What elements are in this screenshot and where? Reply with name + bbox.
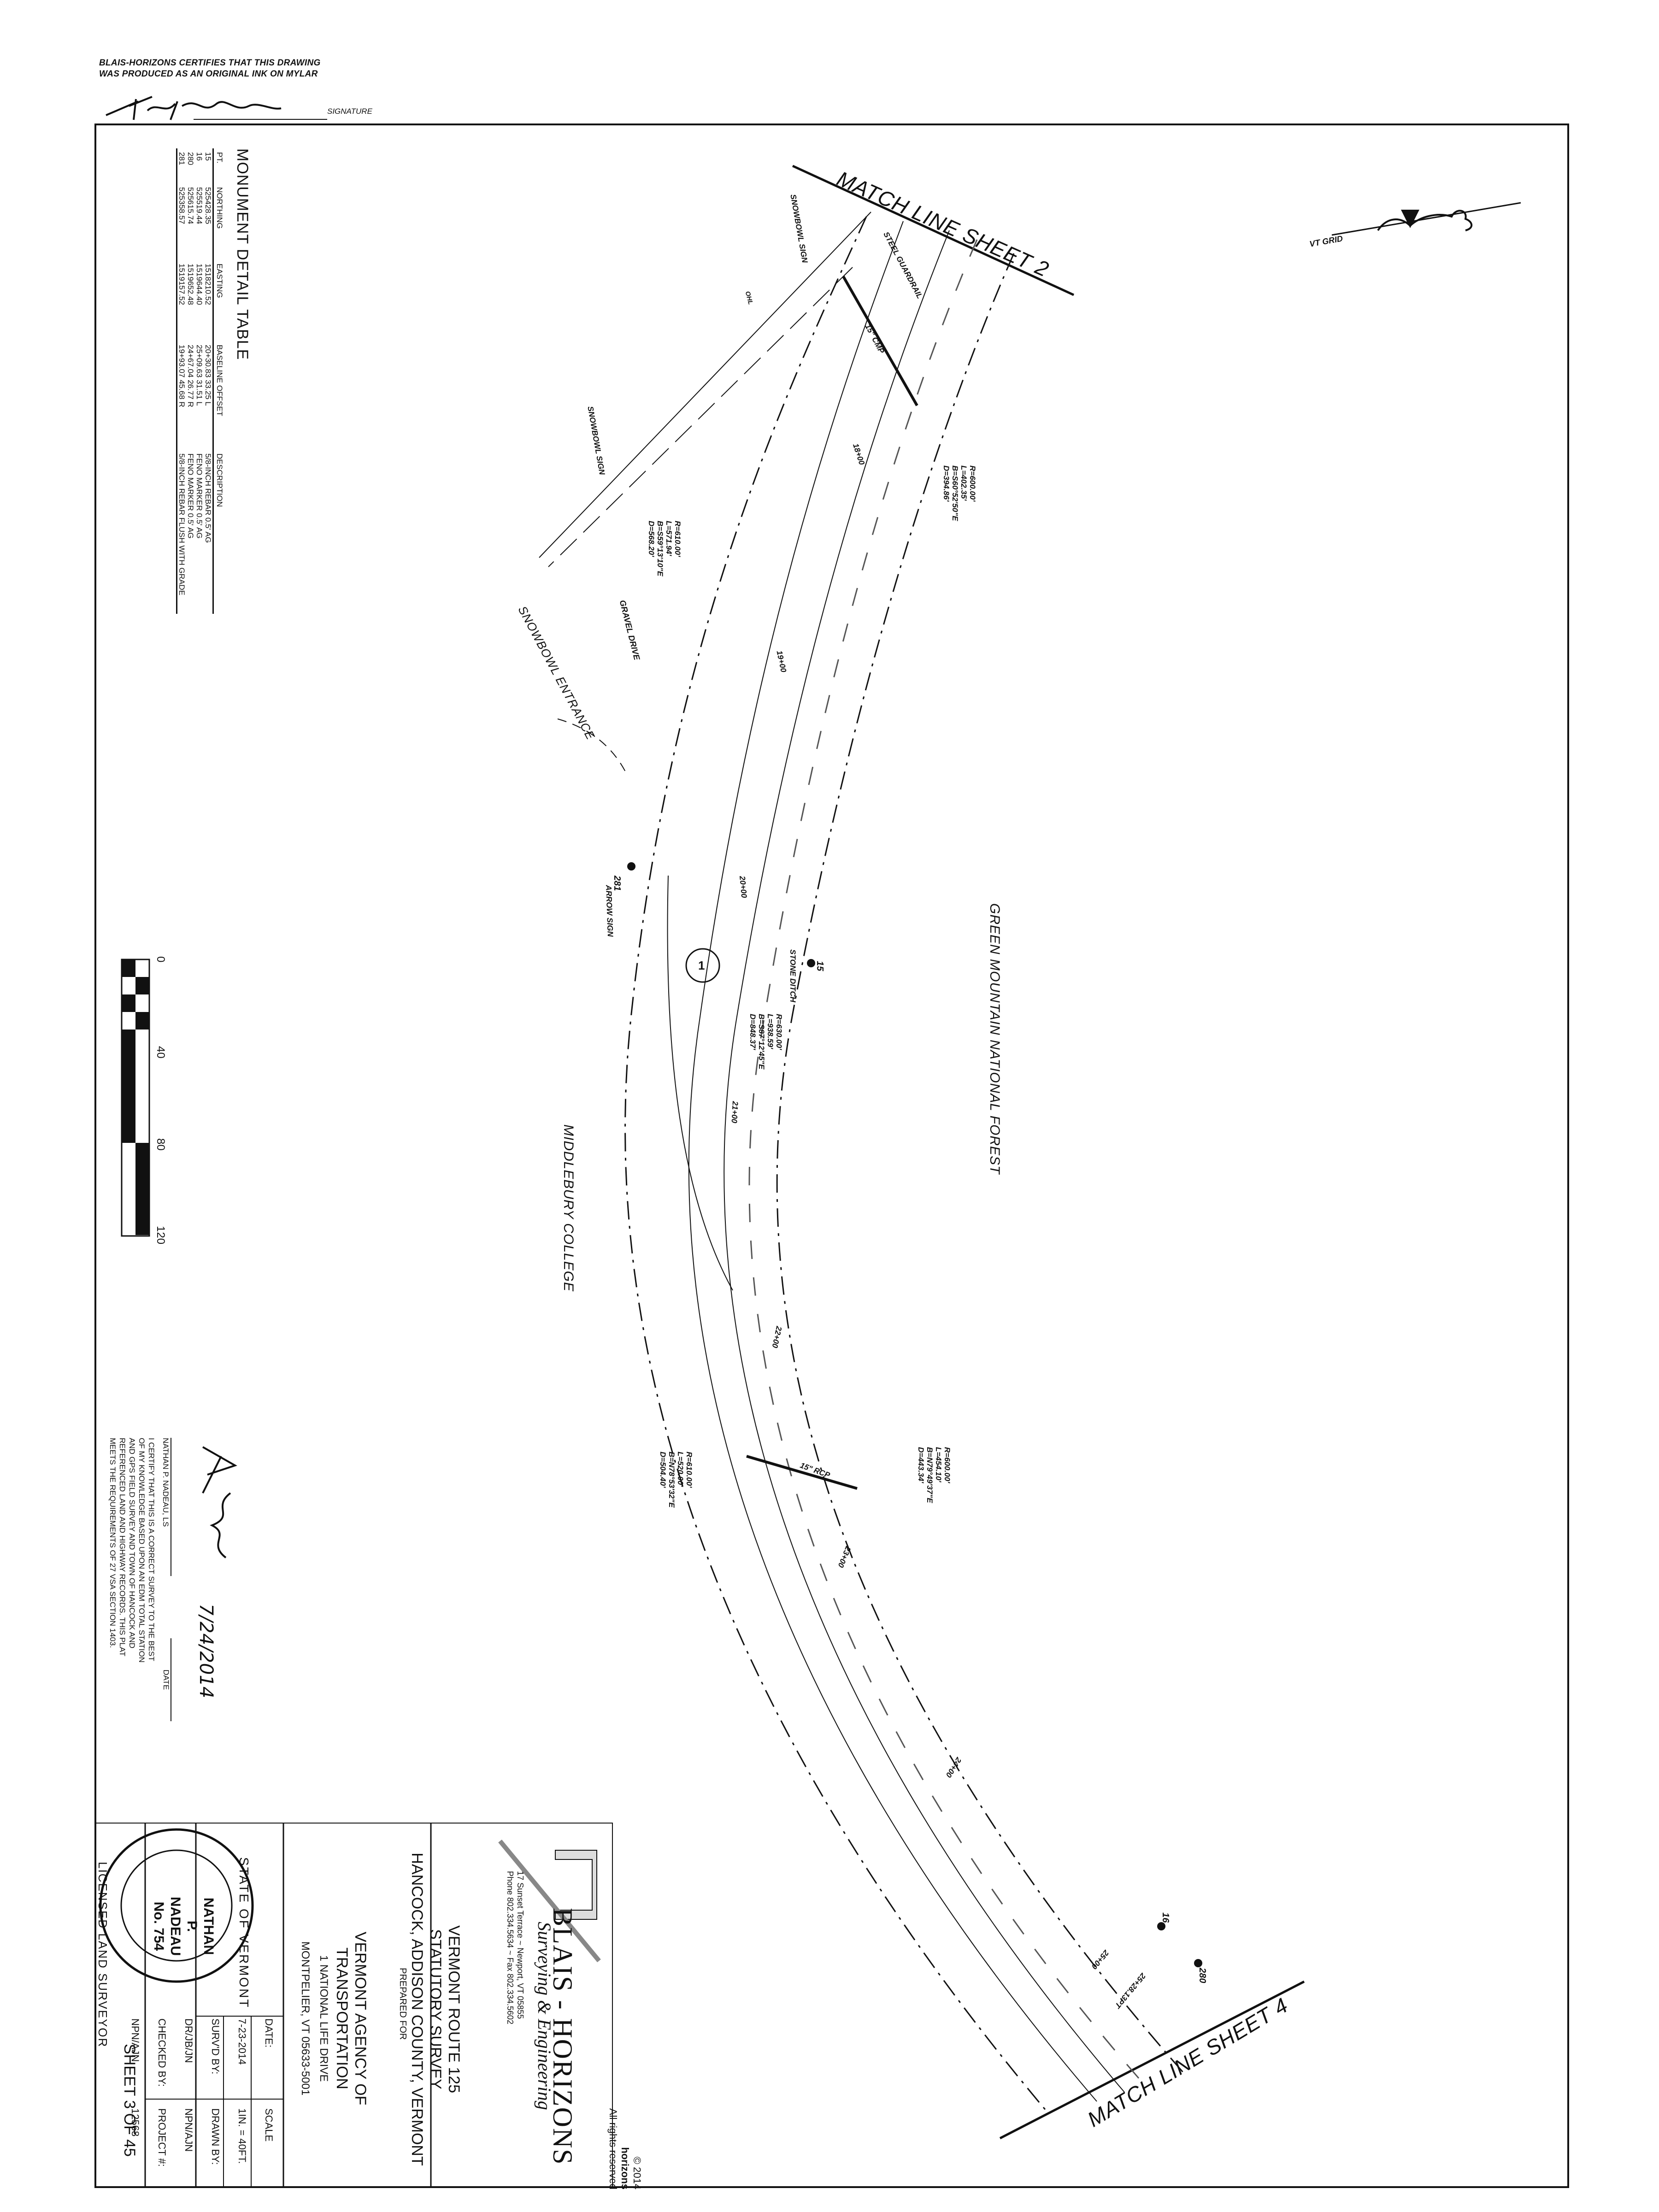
project-title-2: STATUTORY SURVEY [427,1929,444,2089]
copyright-mark: horizons [619,2147,631,2190]
certification-header: BLAIS-HORIZONS CERTIFIES THAT THIS DRAWI… [99,58,321,80]
seal-center: NATHAN P. NADEAU No. 754 [150,1871,217,1982]
monument-15 [807,959,815,967]
seal-ring-bottom: LICENSED LAND SURVEYOR [96,1862,110,2048]
match-line-bottom [999,1980,1305,2140]
client-line-4: MONTPELIER, VT 05633-5001 [299,1941,312,2096]
match-line-top [792,165,1075,296]
station-21: 21+00 [729,1101,740,1124]
rights: All rights reserved [607,2108,619,2190]
stone-ditch-label: STONE DITCH [788,949,797,1002]
ohl-line-1 [539,212,871,558]
seal-name-3: NADEAU [168,1896,183,1956]
monument-281 [627,862,635,871]
info-grid-right: SCALE 1IN. = 40FT. DRAWN BY: NPN/AJN PRO… [129,2108,275,2167]
surveyor-signature [202,1446,237,1559]
copyright-block: © 2014 horizons All rights reserved [607,2108,643,2189]
scale-tick-80: 80 [154,1138,167,1151]
college-label: MIDDLEBURY COLLEGE [561,1124,576,1292]
point-label-15: 15 [815,961,825,971]
signature-line [194,119,327,120]
centerline [748,239,1144,2083]
culvert-1 [842,276,918,406]
monument-16 [1157,1922,1165,1930]
prepared-for: PREPARED FOR [398,1968,408,2040]
edge-line-south [688,221,1097,2102]
culvert-2 [746,1455,858,1490]
surveyor-name: NATHAN P. NADEAU, LS [161,1438,171,1576]
project-title-1: VERMONT ROUTE 125 [445,1925,463,2093]
scale-tick-120: 120 [154,1226,167,1245]
company-phone: Phone 802.334.5634 ~ Fax 802.334.5602 [506,1871,515,2024]
north-arrow-icon [1331,202,1521,236]
row-line-south [624,216,1047,2111]
client-line-1: VERMONT AGENCY OF [352,1931,369,2106]
drive-edge [667,875,733,1291]
scale-tick-40: 40 [154,1046,167,1059]
edge-line-north [724,230,1125,2093]
point-label-280: 280 [1197,1968,1207,1983]
signature-label: SIGNATURE [327,107,372,116]
station-20: 20+00 [738,876,749,899]
parcel-number: 1 [698,959,705,972]
row-line-north [776,253,1185,2074]
surveyor-certificate: NATHAN P. NADEAU, LS I CERTIFY THAT THIS… [108,1438,171,1663]
seal-ring-top: STATE OF VERMONT [237,1857,251,2009]
arrow-sign-label: ARROW SIGN [604,885,615,937]
company-sub: Surveying & Engineering [534,1922,555,2110]
parcel-circle [685,948,720,983]
monument-280 [1194,1959,1202,1967]
gravel-drive-line [557,718,627,775]
signature-top [106,96,282,120]
client-line-2: TRANSPORTATION [333,1947,351,2089]
surveyor-seal [99,1828,254,1983]
seal-number: No. 754 [151,1901,166,1951]
client-block: VERMONT AGENCY OF TRANSPORTATION 1 NATIO… [296,1871,370,2166]
point-label-16: 16 [1160,1912,1171,1923]
drawing-frame [94,124,1569,2188]
info-grid: DATE: 7-23-2014 SURV'D BY: DR/JB/JN CHEC… [129,2018,275,2087]
certification-line-1: BLAIS-HORIZONS CERTIFIES THAT THIS DRAWI… [99,58,321,68]
point-label-281: 281 [612,876,622,891]
scale-tick-0: 0 [154,956,167,963]
surveyor-signed-date: 7/24/2014 [195,1604,217,1699]
company-address-block: 17 Sunset Terrace ~ Newport, VT 05855 Ph… [505,1871,525,2024]
project-title-block: VERMONT ROUTE 125 STATUTORY SURVEY HANCO… [408,1843,463,2175]
surveyor-date-label: DATE [161,1638,171,1721]
forest-label: GREEN MOUNTAIN NATIONAL FOREST [987,903,1002,1175]
seal-name-1: NATHAN [201,1897,216,1955]
copyright: © 2014 [631,2156,643,2190]
ohl-line-2 [548,267,853,567]
seal-name-2: P. [184,1920,200,1932]
company-address: 17 Sunset Terrace ~ Newport, VT 05855 [516,1871,525,2019]
scale-bar [121,959,150,1237]
title-block [94,1823,613,2188]
project-title-3: HANCOCK, ADDISON COUNTY, VERMONT [408,1853,426,2166]
client-line-3: 1 NATIONAL LIFE DRIVE [318,1955,330,2082]
certification-line-2: WAS PRODUCED AS AN ORIGINAL INK ON MYLAR [99,69,318,79]
